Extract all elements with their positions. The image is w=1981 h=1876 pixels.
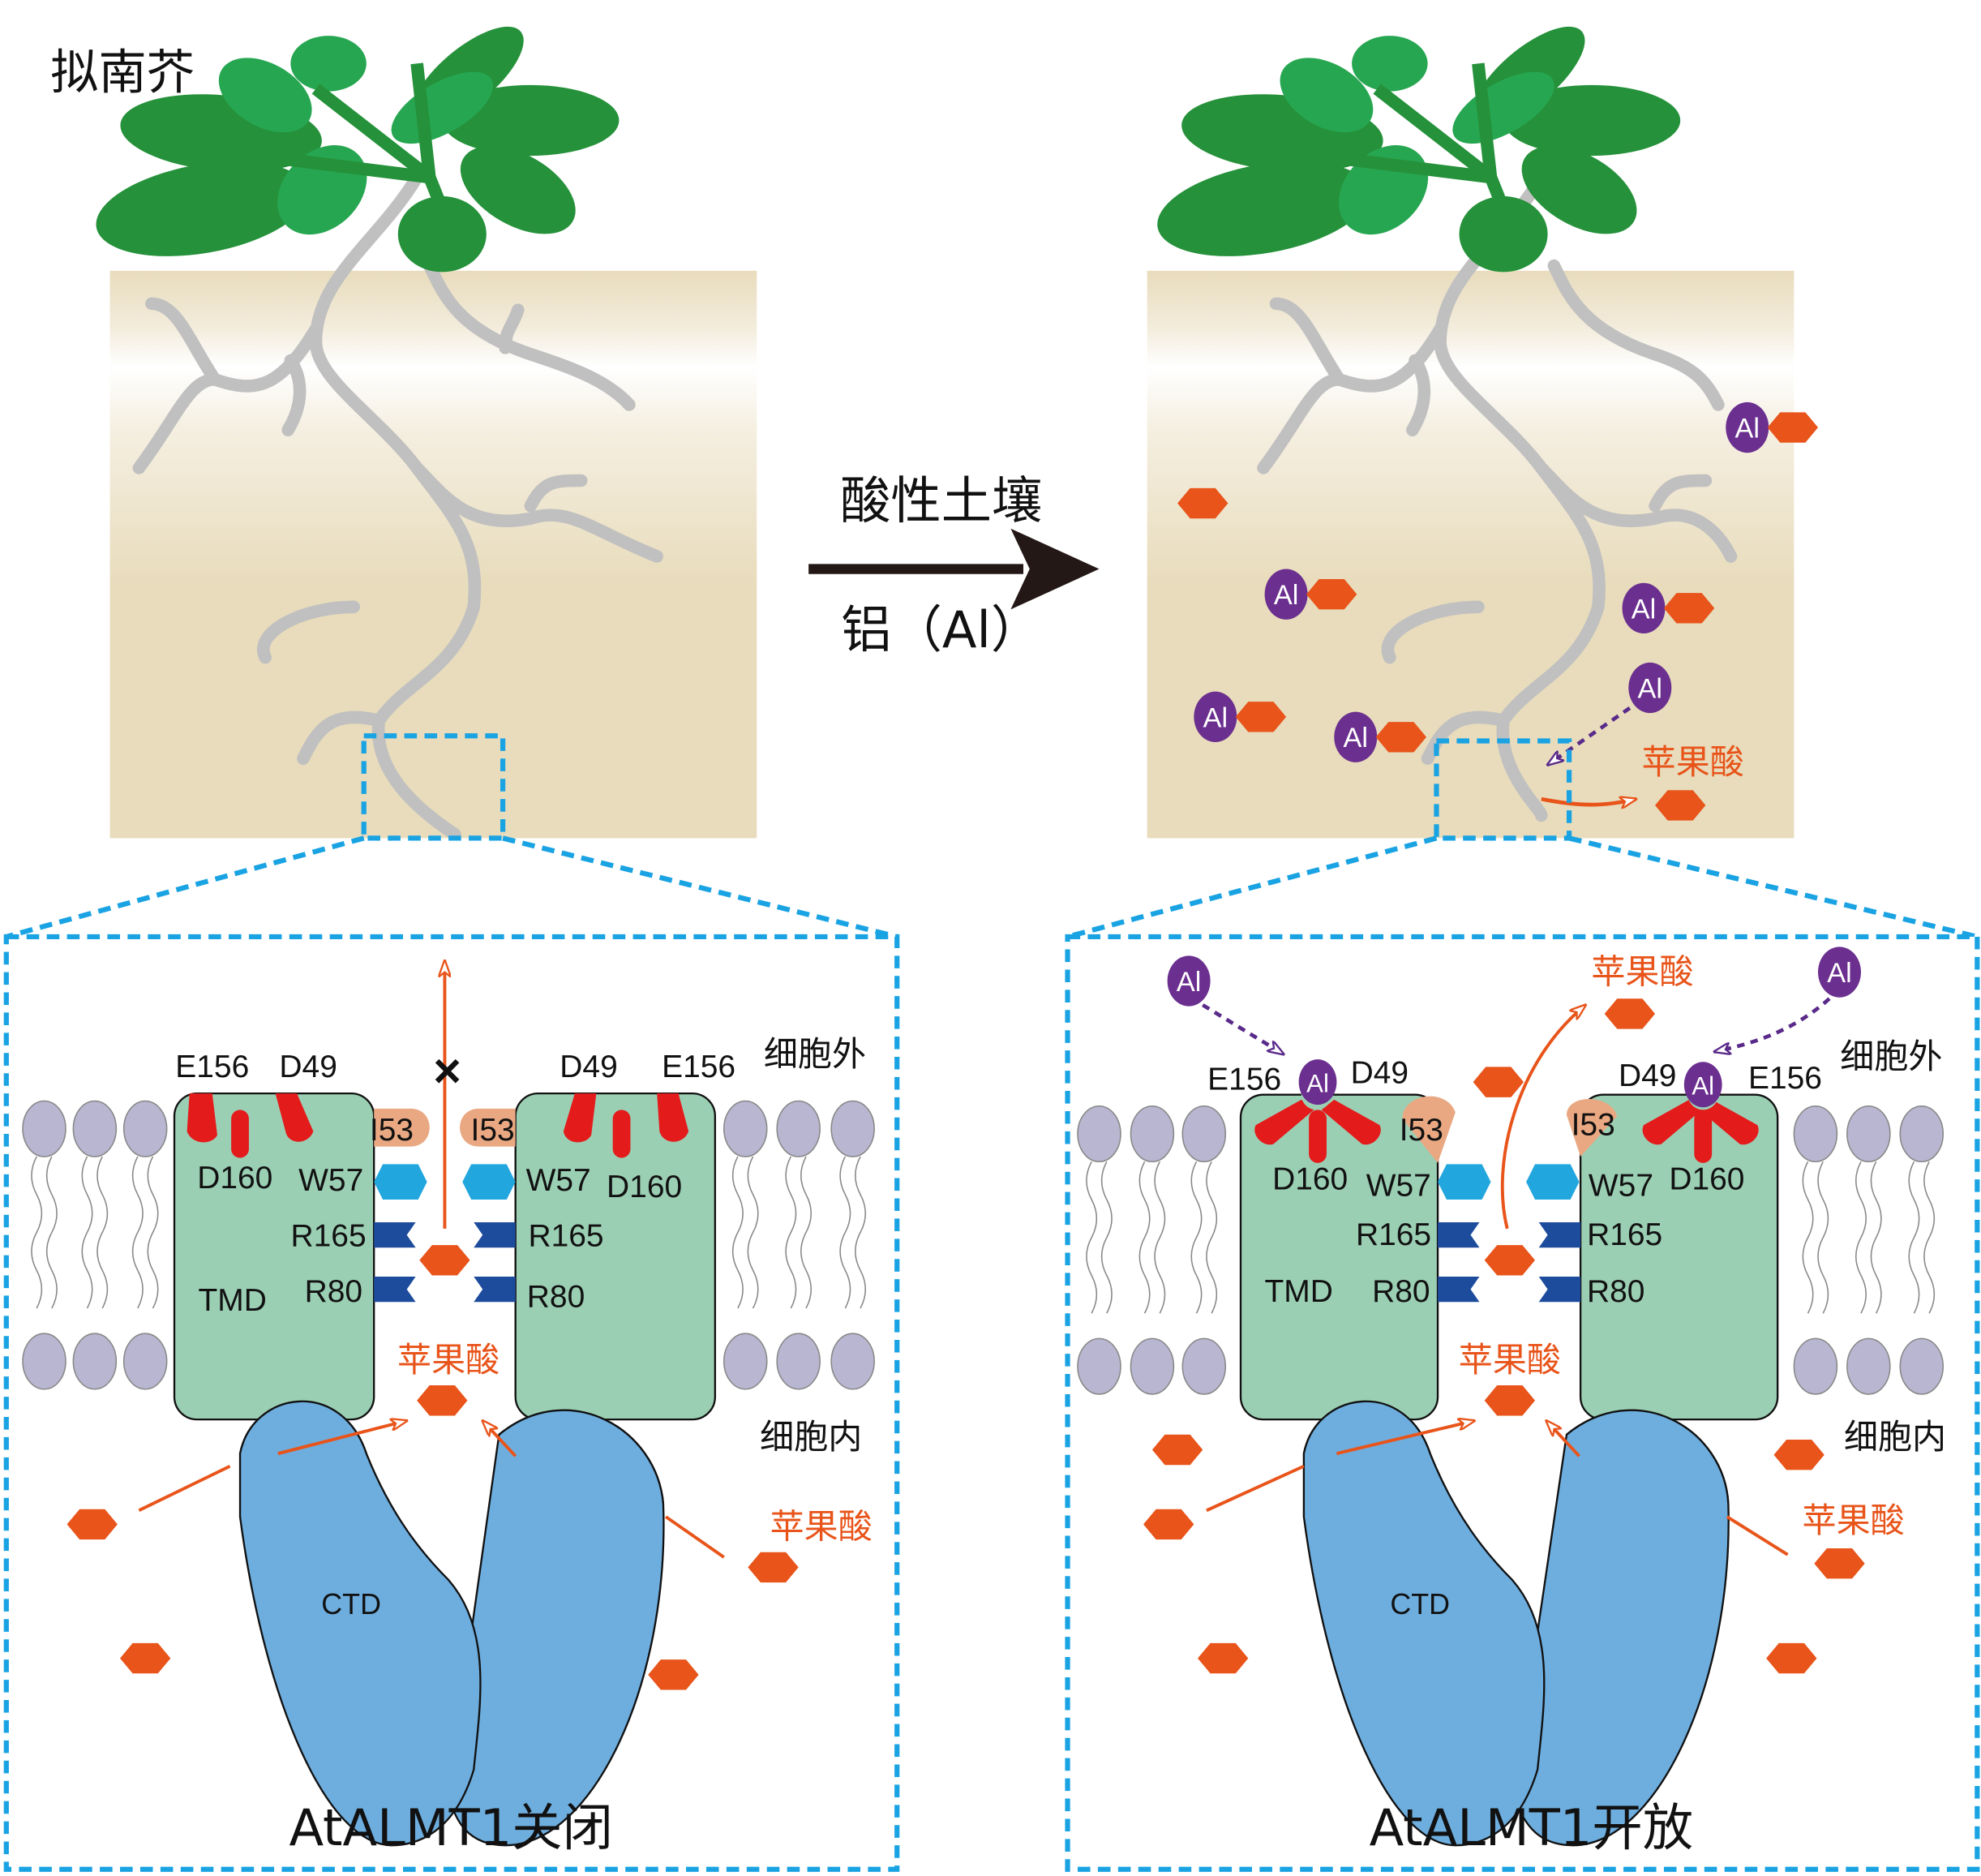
tmd-label: TMD <box>199 1283 267 1318</box>
al-malate-complex: Al <box>1622 582 1715 634</box>
panel-closed: CTD E156 D49 D49 E156 I53 I53 D160 W5 <box>3 934 900 1872</box>
svg-text:Al: Al <box>1735 414 1760 444</box>
al-binding-arrow <box>1202 1003 1284 1054</box>
residue-d49: D49 <box>1619 1058 1676 1093</box>
svg-text:Al: Al <box>1344 723 1368 753</box>
residue-r80: R80 <box>1372 1274 1430 1309</box>
svg-text:Al: Al <box>1692 1072 1714 1101</box>
malate-label: 苹果酸 <box>1459 1340 1561 1380</box>
residue-r165: R165 <box>1356 1217 1431 1252</box>
aluminum-ion: Al <box>1628 662 1672 714</box>
panel-open: CTD Al Al E156 D49 D49 E156 I53 <box>1065 934 1980 1872</box>
residue-e156: E156 <box>1748 1061 1822 1096</box>
svg-text:Al: Al <box>1203 702 1228 733</box>
panel-caption-open: AtALMT1开放 <box>1370 1798 1693 1857</box>
svg-text:Al: Al <box>1632 594 1656 625</box>
arrow-head-icon <box>1010 528 1100 610</box>
svg-text:Al: Al <box>1827 958 1851 989</box>
residue-w57: W57 <box>298 1163 363 1198</box>
zoom-lines-right <box>1066 835 1979 939</box>
residue-d160: D160 <box>197 1161 272 1196</box>
acidic-residues-left <box>187 1093 314 1158</box>
svg-text:Al: Al <box>1177 967 1201 998</box>
residue-w57: W57 <box>526 1163 591 1198</box>
tmd-right <box>1579 1093 1779 1421</box>
tmd-right <box>514 1092 717 1421</box>
svg-text:Al: Al <box>1306 1070 1329 1098</box>
roots-right <box>1257 170 1738 822</box>
residue-d49: D49 <box>279 1050 337 1084</box>
tmd-left <box>173 1092 375 1421</box>
ctd-label: CTD <box>1390 1588 1450 1621</box>
acidic-residues-right <box>1642 1099 1759 1163</box>
al-malate-complex: Al <box>1264 569 1357 620</box>
arrow-top-label: 酸性土壤 <box>840 471 1042 530</box>
residue-d49: D49 <box>560 1050 617 1084</box>
panel-caption-closed: AtALMT1关闭 <box>289 1798 613 1857</box>
svg-text:Al: Al <box>1274 580 1298 611</box>
residue-w57: W57 <box>1366 1168 1431 1203</box>
extracellular-label: 细胞外 <box>1840 1037 1942 1076</box>
residue-i53: I53 <box>1400 1113 1443 1148</box>
residue-d49: D49 <box>1351 1056 1409 1091</box>
malate-label: 苹果酸 <box>397 1340 500 1380</box>
residue-r165: R165 <box>291 1219 367 1254</box>
residue-r80: R80 <box>1587 1274 1644 1309</box>
extracellular-label: 细胞外 <box>764 1034 866 1074</box>
intracellular-label: 细胞内 <box>1844 1417 1946 1457</box>
tmd-label: TMD <box>1264 1274 1332 1309</box>
malate-label: 苹果酸 <box>770 1507 873 1547</box>
residue-r165: R165 <box>528 1219 603 1254</box>
al-binding-arrow <box>1714 997 1831 1051</box>
residue-i53: I53 <box>471 1113 515 1148</box>
residue-i53: I53 <box>1572 1108 1615 1143</box>
ctd-label: CTD <box>321 1588 381 1621</box>
acidic-residues-left <box>1254 1099 1381 1163</box>
residue-e156: E156 <box>662 1050 735 1084</box>
residue-e156: E156 <box>175 1050 249 1084</box>
zoom-box-left <box>361 733 506 841</box>
residue-r80: R80 <box>305 1274 362 1309</box>
residue-d160: D160 <box>607 1170 682 1204</box>
ctd-domain: CTD <box>1302 1400 1730 1847</box>
residue-i53: I53 <box>370 1113 414 1148</box>
rosette-right <box>1157 26 1681 273</box>
bound-aluminum: Al Al <box>1298 1059 1722 1110</box>
aluminum-ion: Al <box>1818 947 1861 998</box>
malate-label: 苹果酸 <box>1642 742 1744 782</box>
zoom-lines-left <box>5 835 898 939</box>
ctd-domain: CTD <box>238 1400 665 1847</box>
intracellular-label: 细胞内 <box>760 1417 862 1457</box>
blocked-x-icon: × <box>433 1043 461 1097</box>
rosette-left <box>96 26 620 273</box>
roots-left <box>132 170 663 841</box>
residue-d160: D160 <box>1669 1162 1744 1197</box>
malate-label: 苹果酸 <box>1803 1500 1905 1540</box>
residue-r80: R80 <box>527 1279 585 1314</box>
residue-d160: D160 <box>1272 1162 1348 1197</box>
acidic-residues-right <box>563 1093 689 1158</box>
malate-efflux-arrow <box>1541 799 1636 805</box>
al-malate-complex: Al <box>1194 691 1287 743</box>
al-influx-arrow <box>1548 706 1632 765</box>
plant-title: 拟南芥 <box>50 44 195 100</box>
residue-e156: E156 <box>1207 1062 1281 1097</box>
residue-r165: R165 <box>1587 1217 1662 1252</box>
malate-label: 苹果酸 <box>1591 952 1693 992</box>
al-malate-complex: Al <box>1334 711 1427 762</box>
residue-w57: W57 <box>1589 1168 1653 1203</box>
arrow-bottom-label: 铝（Al） <box>841 600 1041 659</box>
al-malate-complex: Al <box>1726 401 1819 453</box>
svg-text:Al: Al <box>1638 673 1662 704</box>
malate-efflux-arrow <box>1500 1005 1586 1230</box>
zoom-box-right <box>1434 738 1572 841</box>
aluminum-ion: Al <box>1167 955 1211 1007</box>
